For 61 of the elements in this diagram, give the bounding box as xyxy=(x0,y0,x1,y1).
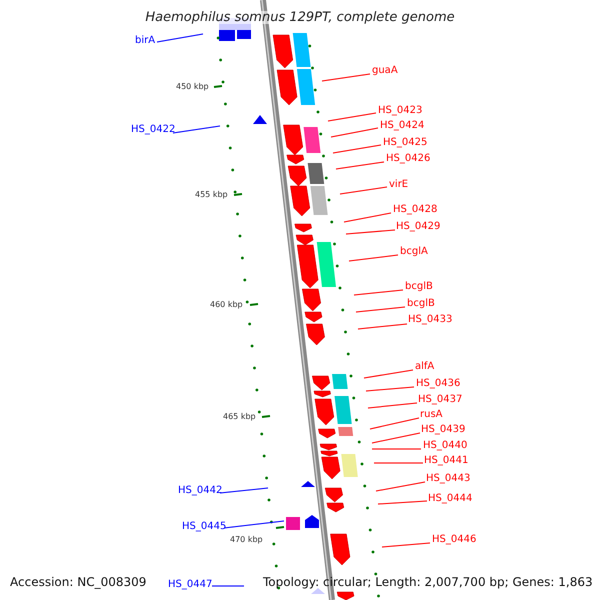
gene-label: HS_0433 xyxy=(408,315,452,325)
leader-line xyxy=(340,186,388,194)
title: Haemophilus somnus 129PT, complete genome xyxy=(145,11,455,24)
gene-label: HS_0441 xyxy=(424,456,468,466)
gene-label: HS_0424 xyxy=(380,121,424,131)
tick-label: 465 kbp xyxy=(223,413,256,421)
gene-label: HS_0429 xyxy=(396,222,440,232)
leader-line xyxy=(354,290,404,296)
gene-label: HS_0428 xyxy=(393,205,438,215)
leader-line xyxy=(332,144,382,154)
gene-label: HS_0446 xyxy=(432,535,476,545)
gene-label: bcglB xyxy=(407,299,435,309)
leader-line xyxy=(368,402,418,408)
leader-line xyxy=(330,128,378,138)
gene-label: bcglA xyxy=(400,247,428,257)
leader-line xyxy=(378,500,428,504)
gene-label: birA xyxy=(135,36,156,46)
tick-label: 460 kbp xyxy=(210,301,243,309)
gene-label: HS_0425 xyxy=(383,138,428,148)
summary-text: Topology: circular; Length: 2,007,700 bp; Genes: 1,863 xyxy=(263,576,593,588)
gene-label: HS_0445 xyxy=(182,522,226,532)
gene-label: HS_0436 xyxy=(416,379,460,389)
tick-label: 470 kbp xyxy=(230,536,263,544)
gene-label: alfA xyxy=(415,362,434,372)
leader-line xyxy=(374,462,424,464)
gene-label: HS_0447 xyxy=(168,580,212,590)
leader-line xyxy=(346,230,396,234)
gene-label: HS_0440 xyxy=(423,441,468,451)
leader-line xyxy=(370,418,420,430)
leader-line xyxy=(358,324,408,330)
leader-line xyxy=(344,212,392,222)
gene-label: HS_0443 xyxy=(426,474,470,484)
leader-line xyxy=(322,74,370,82)
gene-label: HS_0422 xyxy=(131,125,176,135)
gene-label: HS_0442 xyxy=(178,486,222,496)
leader-line xyxy=(328,112,376,122)
leader-line xyxy=(156,34,204,42)
leader-line xyxy=(356,306,406,312)
gene-label: HS_0437 xyxy=(418,395,462,405)
accession-text: Accession: NC_008309 xyxy=(10,576,146,588)
leader-line xyxy=(224,520,284,528)
tick-label: 455 kbp xyxy=(195,191,228,199)
gene-label: virE xyxy=(389,180,408,190)
leader-line xyxy=(376,482,426,492)
leader-line xyxy=(372,432,420,444)
gene-label: HS_0426 xyxy=(386,154,430,164)
gene-label: HS_0439 xyxy=(421,425,466,435)
gene-label: HS_0444 xyxy=(428,494,472,504)
leader-line xyxy=(366,386,414,392)
gene-label: guaA xyxy=(372,66,398,76)
leader-line xyxy=(348,254,398,262)
gene-label: rusA xyxy=(420,410,442,420)
leader-line xyxy=(172,126,220,134)
leader-line xyxy=(220,488,268,494)
gene-label: HS_0423 xyxy=(378,106,422,116)
gene-label: bcglB xyxy=(405,282,433,292)
tick-label: 450 kbp xyxy=(176,83,209,91)
leader-line xyxy=(364,370,414,378)
leader-line xyxy=(336,162,384,170)
leader-line xyxy=(372,448,422,450)
leader-line xyxy=(382,542,430,548)
